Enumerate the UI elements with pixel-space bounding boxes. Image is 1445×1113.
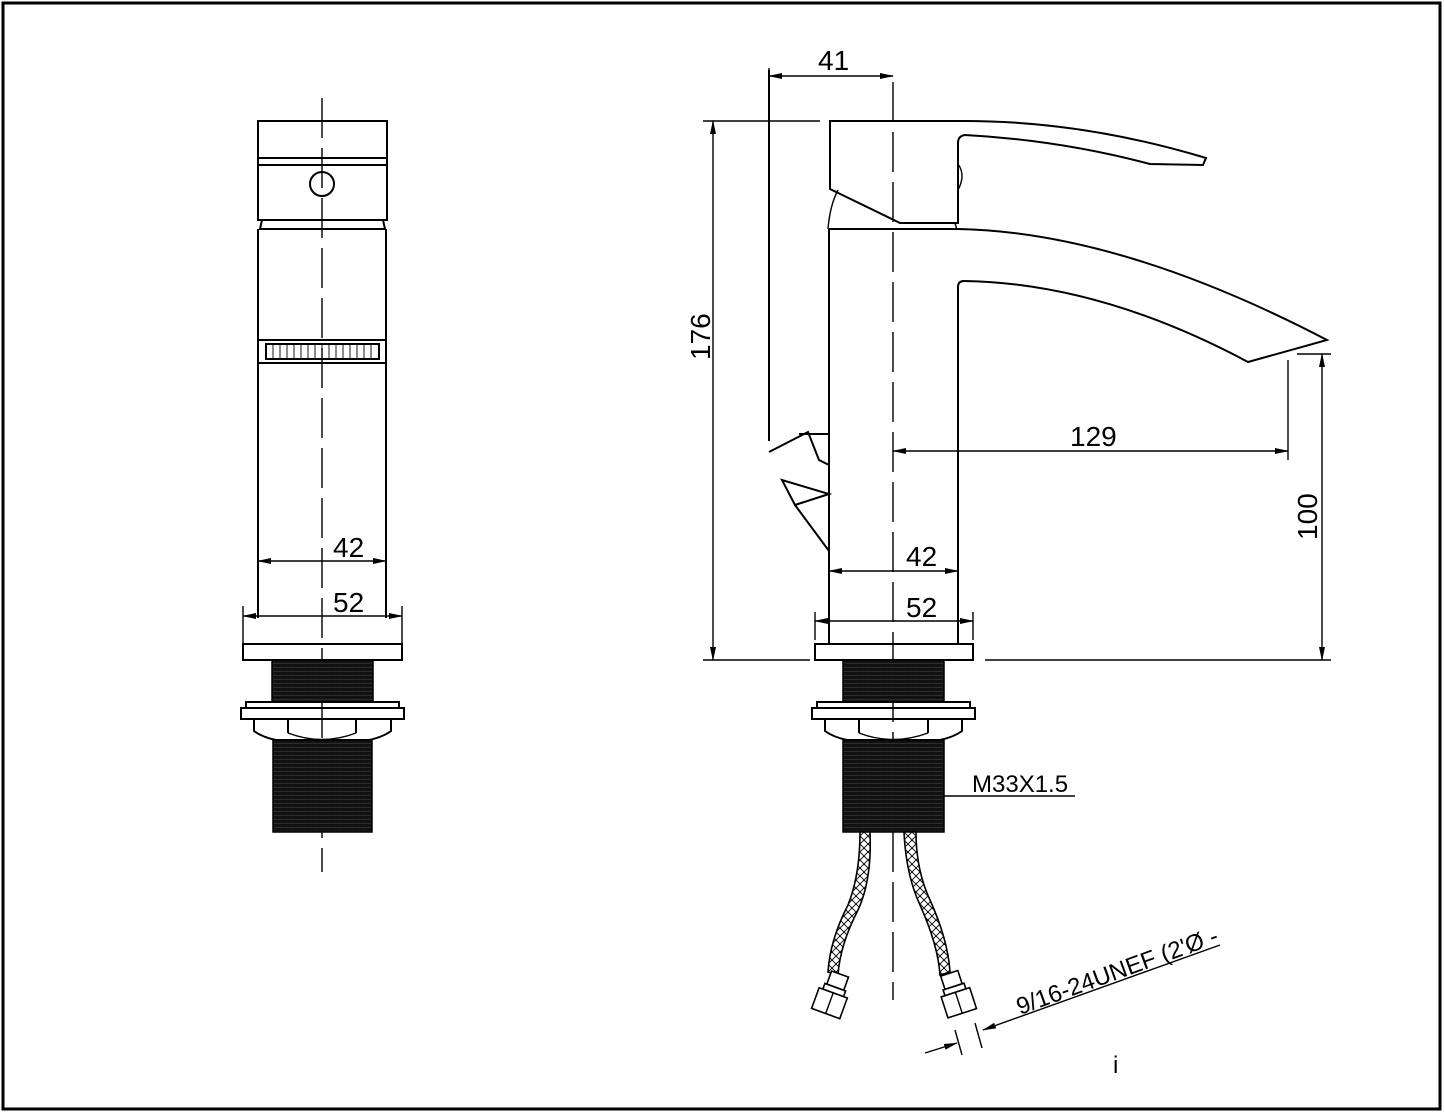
aerator-grille (272, 344, 372, 359)
stray-mark: i (1113, 1052, 1118, 1079)
side-dim-176: 176 (685, 313, 716, 360)
handle-screw-icon (309, 171, 335, 197)
side-dim-100: 100 (1292, 493, 1323, 540)
side-dim-42: 42 (906, 541, 937, 572)
front-dim-42: 42 (333, 532, 364, 563)
side-dim-52: 52 (906, 592, 937, 623)
lower-thread (272, 739, 373, 833)
hose-connector-label: 9/16-24UNEF (2'Ø - (1013, 923, 1222, 1021)
side-dim-41: 41 (818, 45, 849, 76)
thread-spec-label: M33X1.5 (972, 771, 1068, 798)
front-view: 42 52 (240, 98, 405, 872)
side-view: 41 176 129 100 42 52 M33 (685, 45, 1331, 1079)
flexible-hoses (810, 831, 978, 1020)
side-dim-129: 129 (1070, 421, 1117, 452)
side-upper-thread (842, 659, 945, 703)
side-lower-thread (842, 739, 945, 833)
upper-thread (271, 659, 374, 703)
front-dim-52: 52 (333, 587, 364, 618)
